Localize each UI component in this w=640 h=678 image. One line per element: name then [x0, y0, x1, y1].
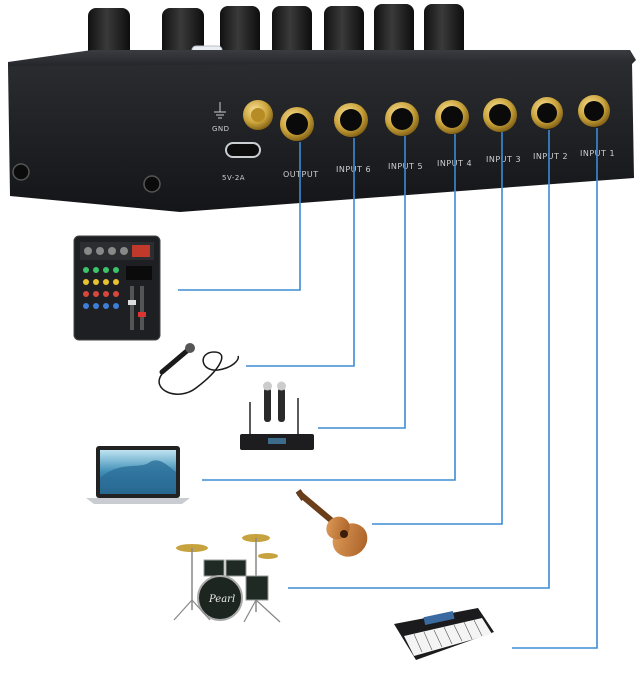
cable-input-4 [202, 134, 456, 481]
jack-input-1[interactable] [578, 95, 610, 127]
jack-input-6[interactable] [334, 103, 368, 137]
ground-label: GND [212, 125, 230, 133]
power-label: 5V-2A [222, 174, 245, 182]
audio-mixer-device: GND 5V-2A [8, 4, 636, 212]
microphone-image [158, 343, 240, 395]
ukulele-image [295, 489, 368, 557]
jack-input-2[interactable] [531, 97, 563, 129]
jack-output[interactable] [280, 107, 314, 141]
jack-input-4[interactable] [435, 100, 469, 134]
ground-icon [214, 102, 226, 119]
laptop-image [86, 446, 190, 504]
mixing-console-image [73, 235, 161, 341]
cable-input-6 [246, 138, 355, 367]
usb-c-power-port[interactable] [225, 142, 261, 158]
jack-input-5[interactable] [385, 102, 419, 136]
wireless-mic-receiver-image [240, 381, 314, 450]
connection-lines [178, 128, 598, 649]
cable-output [178, 142, 301, 291]
drum-kit-image: Pearl [173, 534, 281, 623]
port-label-input-2: INPUT 2 [533, 152, 568, 161]
port-label-input-3: INPUT 3 [486, 155, 521, 164]
ground-terminal[interactable] [243, 100, 273, 130]
port-label-output: OUTPUT [283, 170, 319, 179]
cable-input-1 [512, 128, 598, 649]
cable-input-5 [318, 136, 406, 429]
cable-input-3 [372, 132, 503, 525]
jack-input-3[interactable] [483, 98, 517, 132]
drum-brand-logo: Pearl [208, 594, 235, 605]
keyboard-image [394, 608, 494, 660]
cable-input-2 [288, 130, 550, 589]
